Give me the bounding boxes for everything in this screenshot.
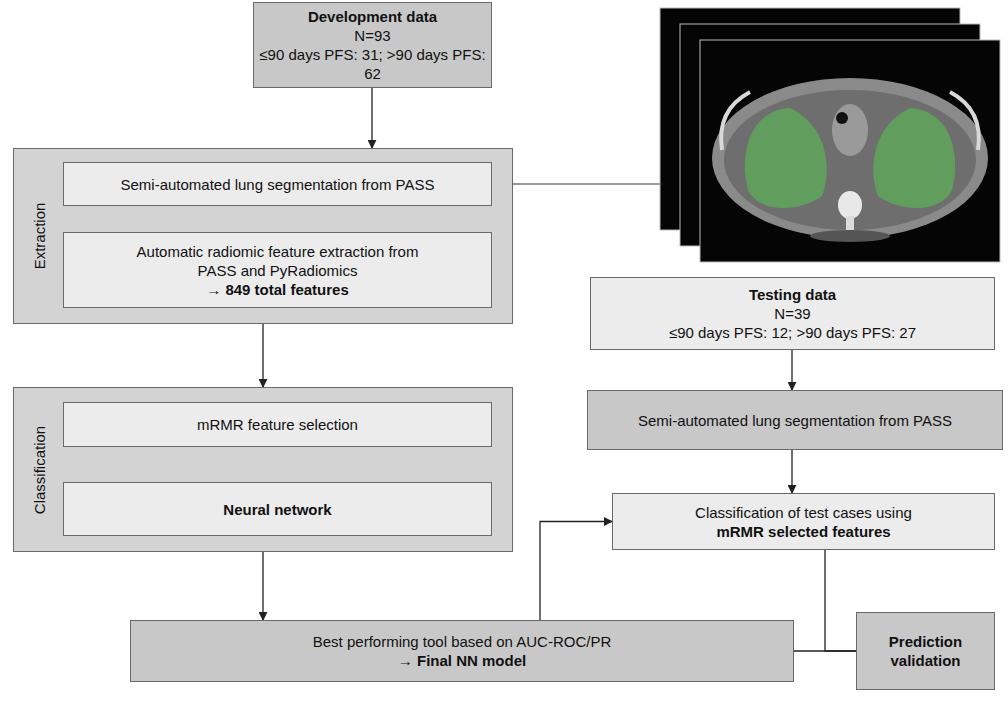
box-text: Development data bbox=[308, 7, 437, 26]
box-text: Prediction validation bbox=[867, 632, 984, 670]
box-subtext: → Final NN model bbox=[398, 651, 526, 670]
box-subtext: ≤90 days PFS: 12; >90 days PFS: 27 bbox=[669, 323, 916, 342]
ct-slice bbox=[700, 40, 1000, 262]
connector bbox=[262, 324, 263, 387]
box-text: mRMR feature selection bbox=[197, 415, 358, 434]
result-box: Prediction validation bbox=[856, 612, 995, 690]
box-text: Best performing tool based on AUC-ROC/PR bbox=[313, 632, 611, 651]
stage-band: Extraction Semi-automated lung segmentati… bbox=[13, 148, 513, 324]
box-text: Neural network bbox=[223, 500, 331, 519]
box-text: Testing data bbox=[749, 285, 836, 304]
process-box: Classification of test cases usingmRMR s… bbox=[612, 493, 995, 550]
connector bbox=[540, 522, 612, 621]
process-box: Semi-automated lung segmentation from PA… bbox=[63, 162, 492, 206]
connector bbox=[825, 550, 856, 651]
box-text: Classification of test cases using bbox=[695, 503, 912, 522]
box-subtext: ≤90 days PFS: 31; >90 days PFS: 62 bbox=[254, 45, 491, 83]
box-text: Automatic radiomic feature extraction fr… bbox=[119, 242, 436, 280]
data-box: Testing dataN=39≤90 days PFS: 12; >90 da… bbox=[590, 277, 995, 350]
connector bbox=[371, 88, 372, 148]
process-box: Neural network bbox=[63, 482, 492, 536]
process-box: Semi-automated lung segmentation from PA… bbox=[587, 390, 1003, 450]
connector bbox=[262, 552, 263, 620]
data-box: Development dataN=93≤90 days PFS: 31; >9… bbox=[253, 2, 492, 88]
box-text: Semi-automated lung segmentation from PA… bbox=[120, 175, 434, 194]
band-label: Classification bbox=[31, 425, 48, 513]
stage-band: Classification mRMR feature selectionNeur… bbox=[13, 387, 513, 552]
box-subtext: mRMR selected features bbox=[716, 522, 890, 541]
process-box: mRMR feature selection bbox=[63, 402, 492, 447]
connector bbox=[794, 650, 856, 651]
connector bbox=[791, 350, 792, 390]
box-subtext: → 849 total features bbox=[206, 280, 349, 299]
result-box: Best performing tool based on AUC-ROC/PR… bbox=[130, 620, 794, 682]
leader-line bbox=[492, 183, 660, 184]
process-box: Automatic radiomic feature extraction fr… bbox=[63, 232, 492, 308]
band-label: Extraction bbox=[31, 203, 48, 270]
connector bbox=[791, 450, 792, 493]
ct-body bbox=[712, 78, 988, 242]
box-subtext: N=93 bbox=[354, 26, 390, 45]
box-subtext: N=39 bbox=[774, 304, 810, 323]
box-text: Semi-automated lung segmentation from PA… bbox=[638, 411, 952, 430]
